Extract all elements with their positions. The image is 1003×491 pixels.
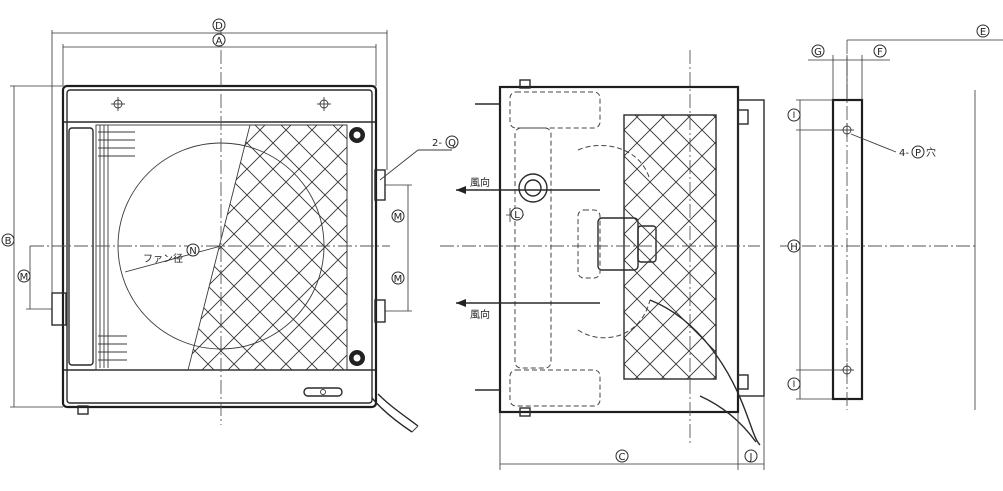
label-f: F bbox=[877, 47, 883, 58]
label-i-upper: I bbox=[793, 111, 796, 121]
label-e: E bbox=[980, 27, 986, 38]
label-fan-diameter: ファン径 bbox=[143, 252, 183, 265]
side-labels: 風向 風向 L C J bbox=[470, 176, 758, 463]
front-dimensions bbox=[10, 30, 452, 408]
label-g: G bbox=[814, 47, 822, 58]
back-holes bbox=[840, 123, 854, 377]
label-q: Q bbox=[448, 138, 456, 149]
front-view bbox=[30, 28, 419, 433]
back-labels: E G F I H I 4- P 穴 bbox=[787, 24, 990, 391]
label-l: L bbox=[514, 210, 520, 221]
label-m-left: M bbox=[20, 272, 29, 283]
label-j: J bbox=[749, 452, 753, 463]
side-view bbox=[440, 50, 765, 446]
label-b: B bbox=[5, 236, 12, 247]
label-n: N bbox=[189, 246, 196, 257]
label-wind-direction-lower: 風向 bbox=[470, 308, 490, 321]
label-p: P bbox=[915, 148, 921, 159]
side-dimensions bbox=[499, 208, 765, 470]
label-holes-prefix: 4- bbox=[899, 148, 909, 159]
label-d: D bbox=[215, 21, 223, 32]
label-count-prefix: 2- bbox=[432, 138, 442, 149]
label-a: A bbox=[216, 36, 223, 47]
label-m-right-lower: M bbox=[394, 274, 403, 285]
back-view bbox=[780, 40, 976, 410]
label-wind-direction-upper: 風向 bbox=[470, 176, 490, 189]
louver-slats bbox=[98, 125, 135, 368]
back-dimensions bbox=[796, 39, 1003, 400]
corner-screws bbox=[349, 127, 365, 366]
label-holes-suffix: 穴 bbox=[926, 146, 936, 159]
front-labels: D A B M M M 2- Q ファン径 N bbox=[1, 18, 459, 285]
label-h: H bbox=[790, 242, 798, 253]
label-m-right-upper: M bbox=[394, 212, 403, 223]
label-c: C bbox=[619, 452, 626, 463]
label-i-lower: I bbox=[793, 380, 796, 390]
mounting-holes-top bbox=[111, 97, 331, 111]
